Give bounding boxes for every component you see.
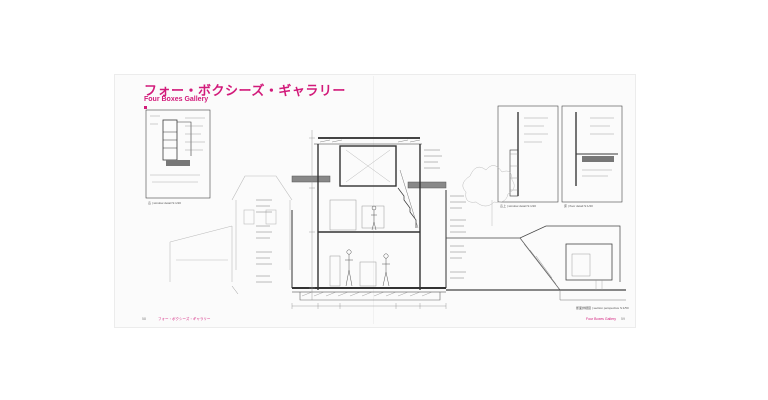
right-detail-a-caption: 窓上 | window detail S:1/20 bbox=[500, 204, 536, 208]
page-number-right: 59 bbox=[621, 317, 625, 321]
right-ground-section bbox=[446, 225, 626, 301]
book-spread bbox=[114, 74, 636, 328]
running-head-left: フォー・ボクシーズ・ギャラリー bbox=[158, 317, 211, 321]
page-subtitle: Four Boxes Gallery bbox=[144, 96, 209, 103]
dimension-lines bbox=[291, 130, 447, 309]
page-gutter bbox=[373, 76, 374, 324]
neighbor-house-outline bbox=[169, 175, 293, 282]
left-window-detail bbox=[145, 109, 211, 199]
running-head-right: Four Boxes Gallery bbox=[586, 317, 616, 321]
left-detail-caption: 窓 | window detail S:1/20 bbox=[148, 201, 181, 205]
right-detail-b-caption: 床 | floor detail S:1/20 bbox=[564, 204, 593, 208]
right-window-detail bbox=[497, 105, 559, 203]
tree-sketch bbox=[462, 165, 515, 226]
page-number-left: 58 bbox=[142, 317, 146, 321]
left-callouts bbox=[256, 199, 272, 283]
accent-square bbox=[144, 106, 147, 109]
right-callouts bbox=[231, 149, 466, 295]
right-floor-detail bbox=[561, 105, 623, 203]
main-building-section bbox=[291, 137, 447, 301]
section-perspective-caption: 断面詳細図 | section perspective S:1/50 bbox=[576, 306, 629, 310]
page-title: フォー・ボクシーズ・ギャラリー bbox=[144, 83, 346, 98]
